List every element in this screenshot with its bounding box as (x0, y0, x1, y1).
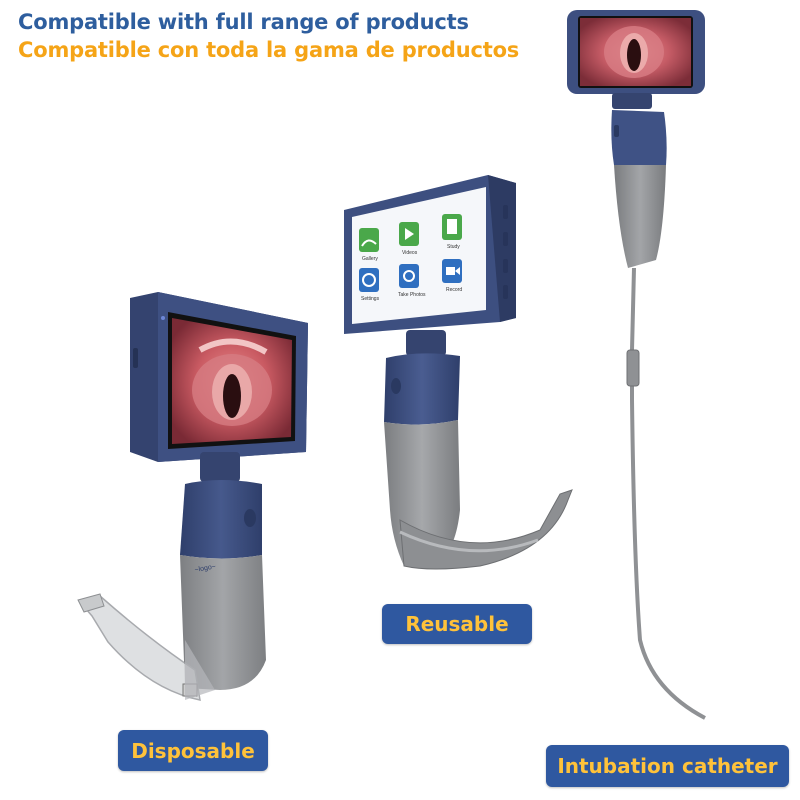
menu-label-study: Study (447, 244, 460, 250)
reusable-blade (399, 489, 573, 570)
catheter-handle-grip (611, 110, 667, 165)
menu-label-take-photos: Take Photos (398, 292, 426, 298)
menu-label-settings: Settings (361, 296, 380, 302)
side-button (133, 348, 138, 368)
catheter-tube (630, 267, 706, 720)
menu-label-record: Record (446, 287, 462, 293)
throat-image (580, 18, 691, 86)
headline-english: Compatible with full range of products (18, 10, 469, 34)
gear-icon (359, 268, 379, 292)
book-icon (442, 214, 462, 240)
camera-icon (399, 264, 419, 288)
label-reusable: Reusable (382, 604, 532, 644)
label-disposable: Disposable (118, 730, 268, 771)
handle-grip (180, 480, 262, 559)
video-camera-icon (442, 259, 462, 283)
catheter-handle-body (614, 165, 666, 268)
disposable-blade (78, 595, 201, 701)
menu-label-videos: Videos (402, 250, 418, 256)
label-intubation-catheter: Intubation catheter (546, 745, 789, 787)
handle-grip (384, 353, 460, 425)
menu-label-gallery: Gallery (362, 256, 378, 262)
play-icon (399, 222, 419, 246)
headline-spanish: Compatible con toda la gama de productos (18, 38, 520, 62)
handle-body (180, 555, 266, 690)
throat-image (172, 318, 292, 444)
brand-logo: ~logo~ (194, 563, 216, 574)
gallery-icon (359, 228, 379, 252)
